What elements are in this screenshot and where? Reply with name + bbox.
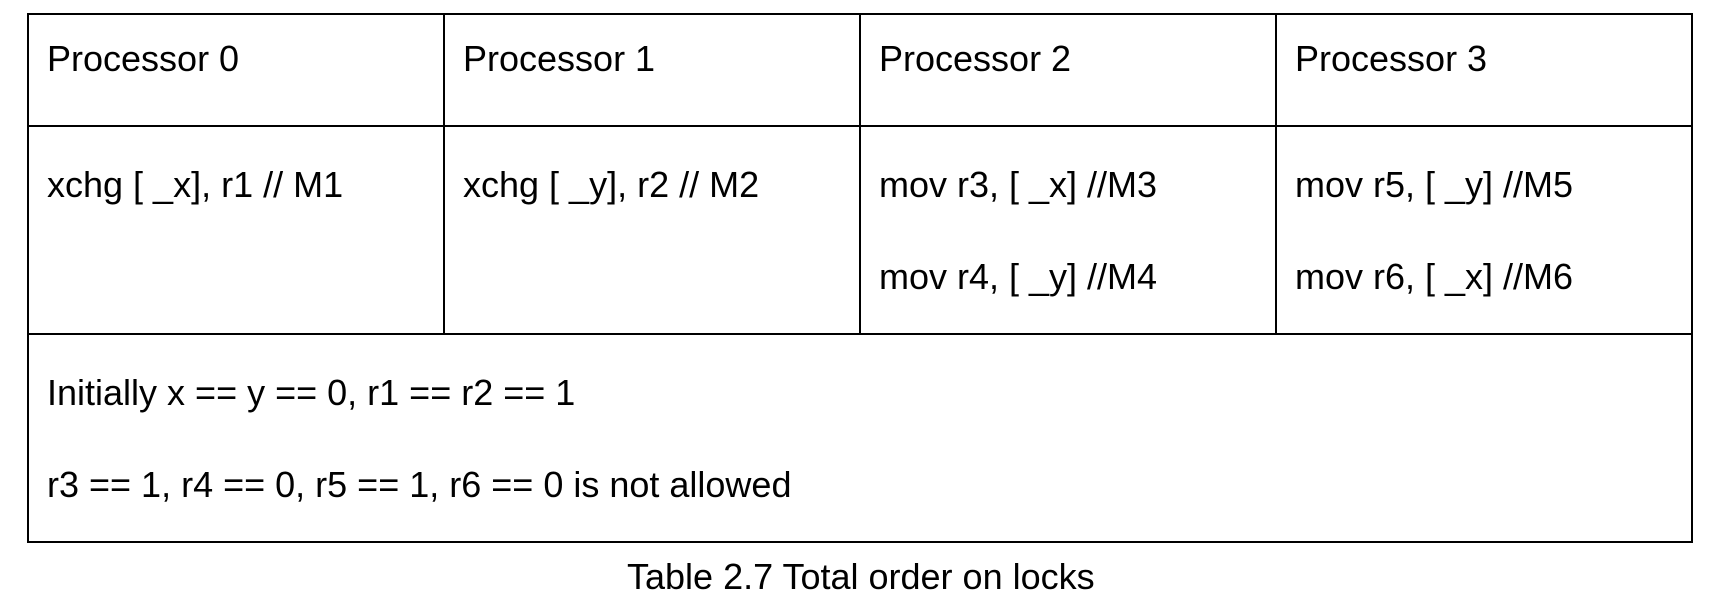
code-cell-processor-0: xchg [ _x], r1 // M1 — [27, 125, 445, 335]
header-cell-processor-2: Processor 2 — [859, 13, 1277, 127]
header-cell-processor-0: Processor 0 — [27, 13, 445, 127]
header-cell-processor-3: Processor 3 — [1275, 13, 1693, 127]
code-cell-processor-2: mov r3, [ _x] //M3 mov r4, [ _y] //M4 — [859, 125, 1277, 335]
header-label: Processor 1 — [463, 38, 656, 79]
instruction-line: mov r6, [ _x] //M6 — [1295, 256, 1574, 297]
instruction-line: mov r5, [ _y] //M5 — [1295, 164, 1574, 205]
condition-row: Initially x == y == 0, r1 == r2 == 1 r3 … — [27, 333, 1693, 543]
header-cell-processor-1: Processor 1 — [443, 13, 861, 127]
instruction-line: mov r3, [ _x] //M3 — [879, 164, 1158, 205]
instruction-line: xchg [ _y], r2 // M2 — [463, 164, 760, 205]
forbidden-outcome: r3 == 1, r4 == 0, r5 == 1, r6 == 0 is no… — [47, 464, 792, 505]
code-cell-processor-1: xchg [ _y], r2 // M2 — [443, 125, 861, 335]
condition-cell: Initially x == y == 0, r1 == r2 == 1 r3 … — [27, 333, 1693, 543]
code-row: xchg [ _x], r1 // M1 xchg [ _y], r2 // M… — [27, 125, 1693, 335]
header-row: Processor 0 Processor 1 Processor 2 Proc… — [27, 13, 1693, 127]
header-label: Processor 2 — [879, 38, 1072, 79]
initial-condition: Initially x == y == 0, r1 == r2 == 1 — [47, 372, 576, 413]
header-label: Processor 3 — [1295, 38, 1488, 79]
table-caption: Table 2.7 Total order on locks — [627, 556, 1095, 597]
instruction-line: mov r4, [ _y] //M4 — [879, 256, 1158, 297]
litmus-table: Processor 0 Processor 1 Processor 2 Proc… — [27, 13, 1693, 543]
instruction-line: xchg [ _x], r1 // M1 — [47, 164, 344, 205]
code-cell-processor-3: mov r5, [ _y] //M5 mov r6, [ _x] //M6 — [1275, 125, 1693, 335]
header-label: Processor 0 — [47, 38, 240, 79]
